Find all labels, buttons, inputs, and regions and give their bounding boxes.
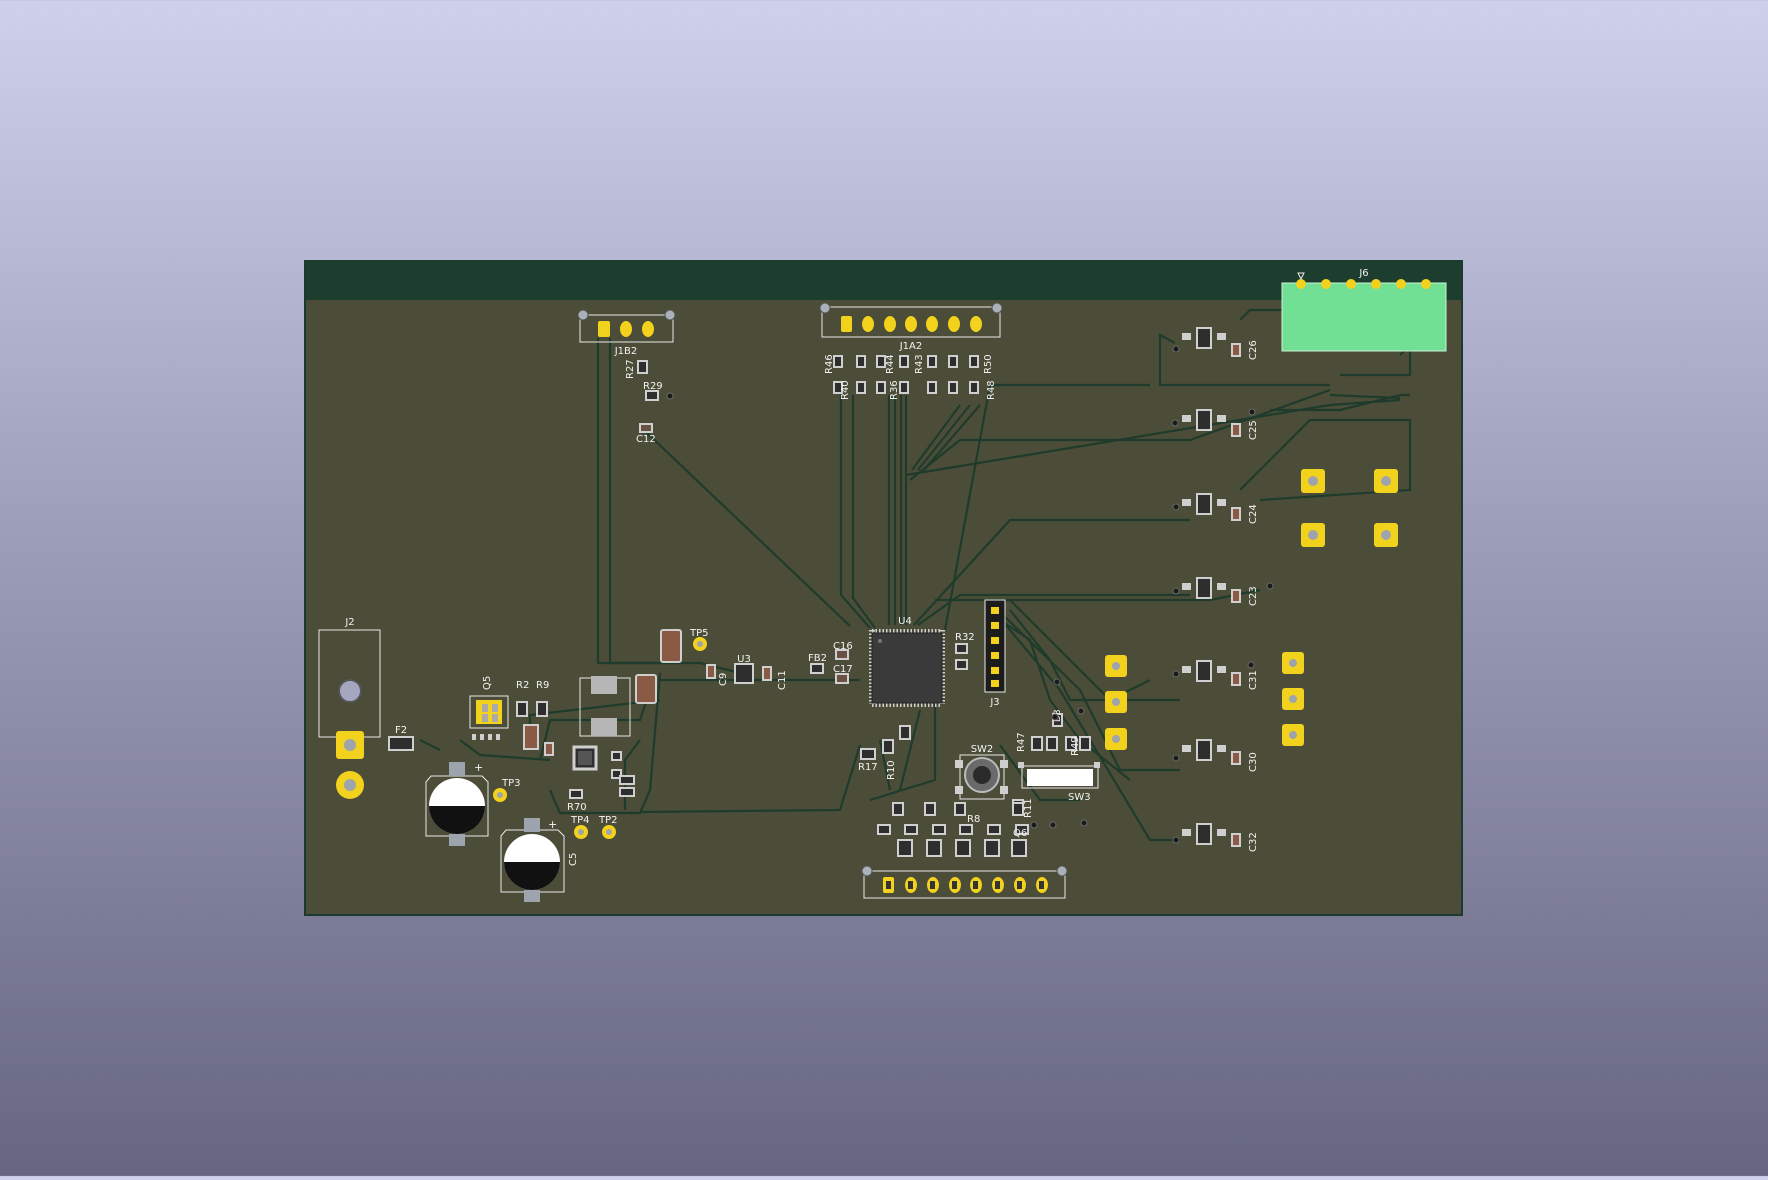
copper-traces [419,299,1412,842]
sot-module-c26: C26 [1182,327,1259,360]
label-c25: C25 [1248,420,1259,440]
ic-u3: U3 C9 C11 [706,654,788,690]
label-r10: R10 [886,760,897,780]
sot-module-c23: C23 [1182,577,1259,606]
connector-j1a2-pads [841,316,982,332]
label-c11: C11 [777,670,788,690]
pad [642,321,654,337]
connector-j1b2[interactable]: J1B2 [577,309,676,357]
connector-j6[interactable]: J6 [1281,268,1447,352]
pin1-marker-icon [1297,272,1305,281]
switch-sw2[interactable]: SW2 [955,744,1008,800]
pin1-dot [878,639,882,643]
label-c26: C26 [1248,340,1259,360]
label-c23: C23 [1248,586,1259,606]
connector-j1a2[interactable]: J1A2 [819,302,1003,352]
label-r43: R43 [914,354,925,374]
sot-module-c25: C25 [1182,409,1259,440]
sot-module-c24: C24 [1182,493,1259,524]
passives-r17-r10: R17 R10 [858,725,911,780]
label-c16: C16 [833,641,853,652]
vias [666,345,1274,844]
pad [620,321,632,337]
label-r29: R29 [643,381,663,392]
electrolytic-cap-c5: + C5 [500,818,579,902]
label-j2: J2 [344,617,354,628]
mount-hole [664,309,676,321]
connector-j6-body [1281,282,1447,352]
label-r47: R47 [1016,732,1027,752]
label-c31: C31 [1248,670,1259,690]
resistor-array: R46 R40 R44 R36 R43 R50 R48 [824,354,997,400]
small-passives-top-left: R27 R29 C12 [625,359,663,445]
label-c12: C12 [636,434,656,445]
label-r50: R50 [983,354,994,374]
label-fb2: FB2 [808,653,827,664]
transistor-q5: Q5 R2 R9 [469,676,549,740]
label-f2: F2 [395,725,407,736]
electrolytic-cap-left: + [425,761,489,846]
mount-hole [819,302,831,314]
label-r11: R11 [1023,798,1034,818]
power-components: R70 [523,629,682,813]
bottom-passive-cluster: R8 Q6 [877,802,1029,857]
label-sw2: SW2 [971,744,994,755]
label-j3: J3 [989,697,999,708]
label-r70: R70 [567,802,587,813]
gold-square-pads [1105,469,1398,750]
label-r40: R40 [840,380,851,400]
label-r8: R8 [967,814,980,825]
test-points: TP5 TP3 TP4 TP2 [493,628,709,839]
label-c30: C30 [1248,752,1259,772]
plus-icon: + [474,761,483,774]
label-r2: R2 [516,680,529,691]
label-j6: J6 [1358,268,1368,279]
label-sw3: SW3 [1068,792,1091,803]
label-r36: R36 [889,380,900,400]
label-r27: R27 [625,359,636,379]
label-c32: C32 [1248,832,1259,852]
connector-j1a2-outline [821,306,1001,338]
connector-bottom-header[interactable] [861,865,1068,899]
mount-hole [577,309,589,321]
label-j1b2: J1B2 [614,346,638,357]
label-c24: C24 [1248,504,1259,524]
sot-module-c31: C31 [1182,660,1259,690]
label-tp3: TP3 [501,778,521,789]
label-r49: R49 [1070,736,1081,756]
label-tp4: TP4 [570,815,590,826]
label-r48: R48 [986,380,997,400]
passives-near-u4: R32 C16 C17 FB2 [808,632,975,684]
label-r46: R46 [824,354,835,374]
label-r32: R32 [955,632,975,643]
board-top-copper-zone [306,262,1461,300]
connector-j2[interactable]: J2 [318,617,381,799]
switch-sw3[interactable]: SW3 [1018,762,1100,803]
label-r44: R44 [885,354,896,374]
label-tp2: TP2 [598,815,618,826]
label-j1a2: J1A2 [899,341,923,352]
label-c17: C17 [833,664,853,675]
pad-square [598,321,610,337]
plus-icon: + [548,818,557,831]
fuse-f2: F2 [388,725,414,751]
sot-module-c30: C30 [1182,739,1259,772]
label-u4: U4 [898,616,912,627]
label-tp5: TP5 [689,628,709,639]
label-c5: C5 [568,853,579,866]
connector-j3[interactable]: J3 [984,599,1006,708]
sot-module-c32: C32 [1182,823,1259,852]
ic-u4[interactable]: U4 [869,616,945,707]
label-q6: Q6 [1013,828,1027,839]
mount-hole [991,302,1003,314]
label-r17: R17 [858,762,878,773]
connector-j6-pins [1296,279,1431,289]
label-u3: U3 [737,654,751,665]
label-c9: C9 [718,673,729,686]
label-q5: Q5 [482,676,493,690]
label-r9: R9 [536,680,549,691]
connector-j1b2-outline [579,314,674,343]
